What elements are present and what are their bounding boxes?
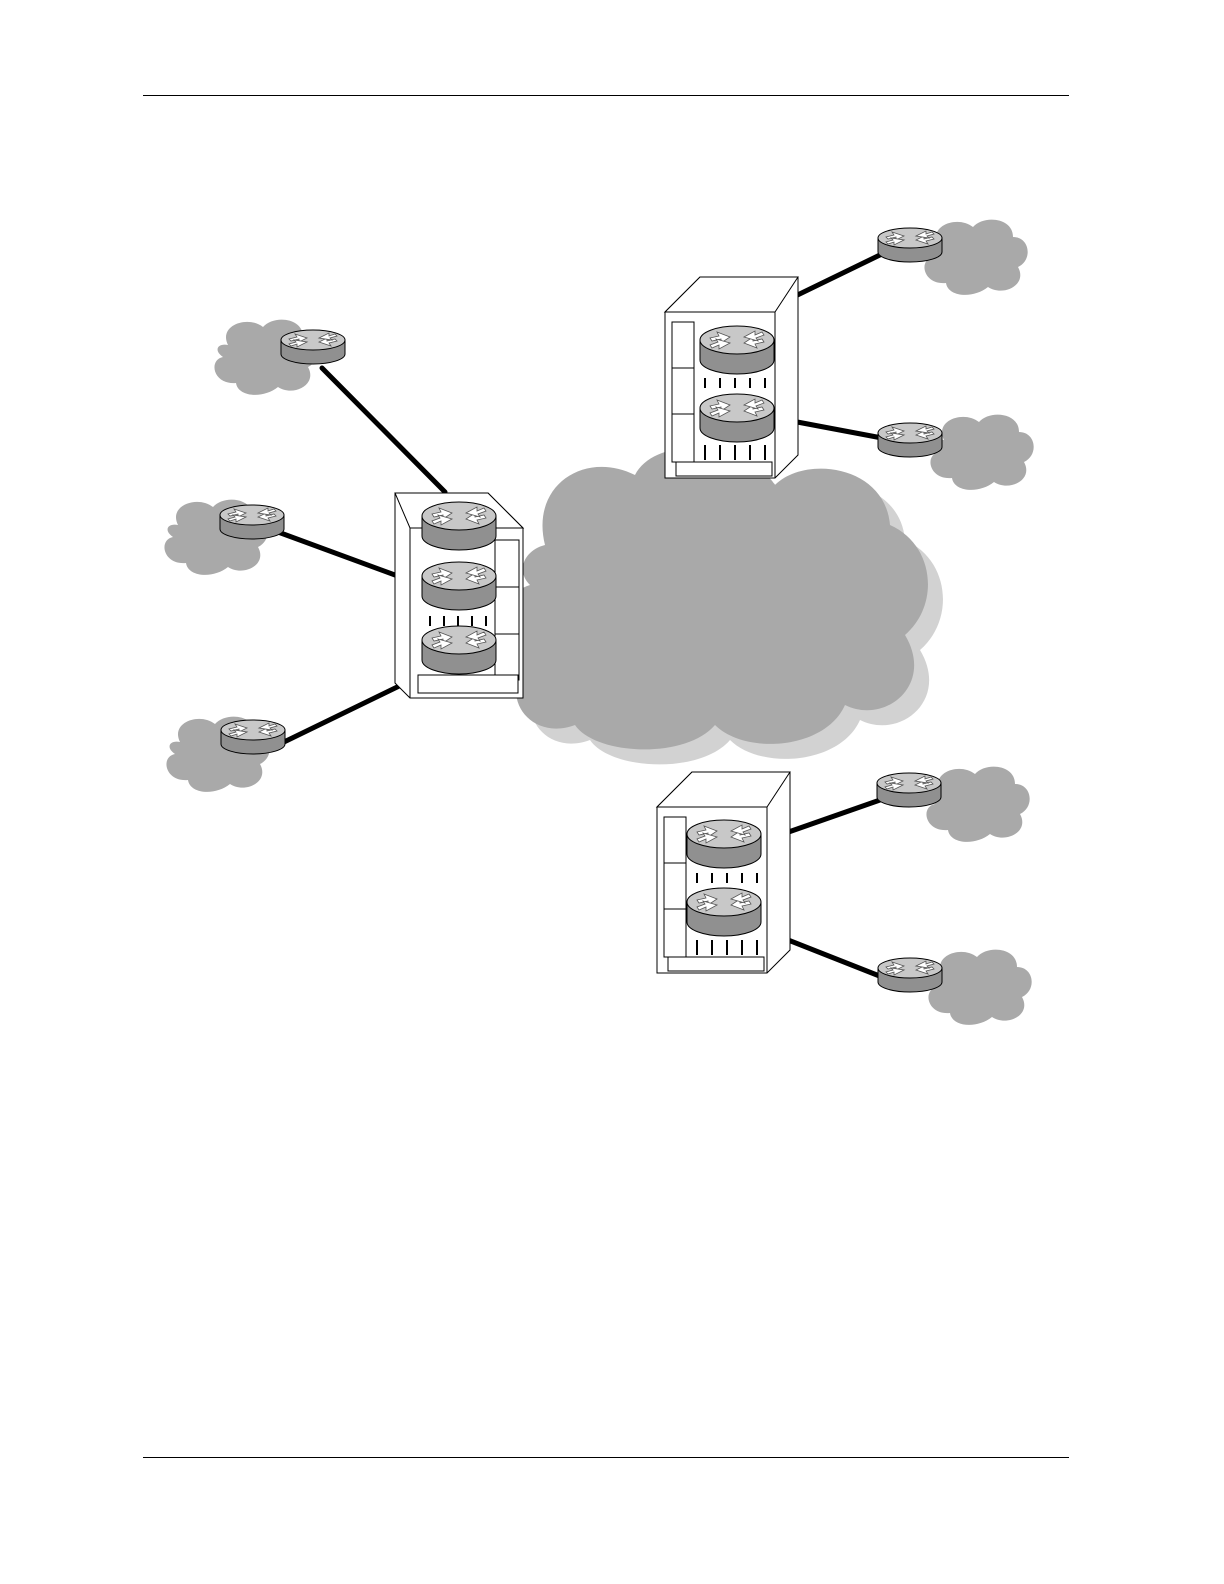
link [278,532,414,582]
chassis-top-right [665,277,798,478]
router-icon [878,958,942,992]
router-icon [422,562,496,610]
router-icon [221,720,285,754]
router-icon [700,394,774,442]
router-icon [878,423,942,457]
link [322,368,445,492]
cloud-icon [928,950,1031,1025]
router-icon [878,228,942,262]
router-icon [220,505,284,539]
router-icon [422,502,496,550]
chassis-center [395,493,523,698]
router-icon [700,326,774,374]
router-icon [281,330,345,364]
cloud-icon [930,415,1033,490]
router-icon [877,773,941,807]
core-network-cloud [500,448,928,750]
chassis-bottom-right [657,772,790,973]
cloud-icon [926,767,1029,842]
cloud-icon [924,220,1027,295]
router-icon [687,888,761,936]
router-icon [422,626,496,674]
router-icon [687,820,761,868]
